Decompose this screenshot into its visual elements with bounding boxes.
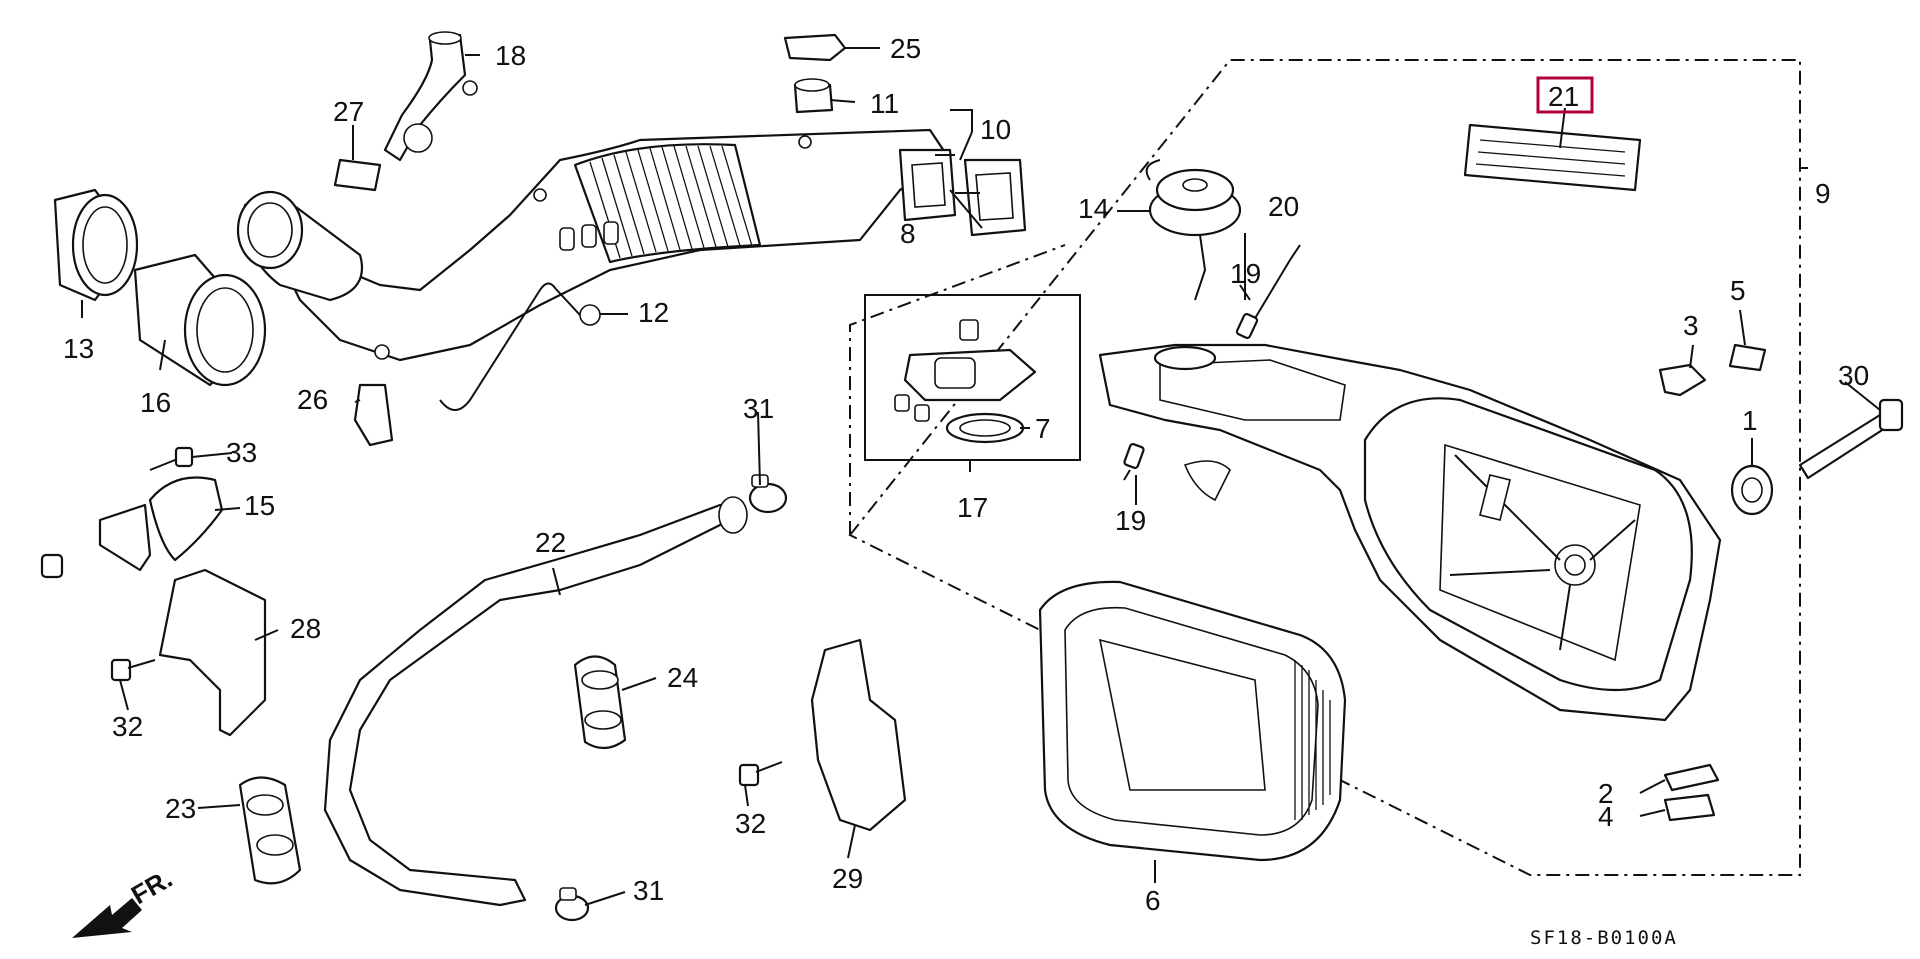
callout-16[interactable]: 16	[140, 387, 171, 418]
callout-30[interactable]: 30	[1838, 360, 1869, 391]
callout-33[interactable]: 33	[226, 437, 257, 468]
clip-2[interactable]	[1663, 763, 1720, 792]
callout-6[interactable]: 6	[1145, 885, 1161, 916]
air-cleaner-housing[interactable]	[1098, 343, 1722, 722]
front-direction-indicator: FR.	[72, 863, 177, 938]
callout-27[interactable]: 27	[333, 96, 364, 127]
callout-25[interactable]: 25	[890, 33, 921, 64]
grommet-1[interactable]	[1730, 464, 1774, 516]
callout-12[interactable]: 12	[638, 297, 669, 328]
screw-19-lower[interactable]	[1123, 443, 1145, 481]
bracket-29[interactable]	[810, 638, 907, 832]
bolt-33[interactable]	[149, 446, 194, 471]
clamp-23[interactable]	[238, 776, 302, 885]
callout-labels: 1 2 3 4 5 6 7 8 9 10 11 12 13 14 15 16 1…	[63, 33, 1869, 916]
resonator-16[interactable]	[133, 253, 267, 387]
clip-left[interactable]	[40, 553, 64, 579]
bracket-15[interactable]	[98, 476, 224, 572]
bracket-28[interactable]	[158, 568, 267, 737]
front-arrow-icon	[72, 898, 142, 938]
callout-15[interactable]: 15	[244, 490, 275, 521]
callout-13[interactable]: 13	[63, 333, 94, 364]
subassembly-boundary	[849, 244, 1066, 535]
label-27[interactable]	[333, 158, 382, 192]
callout-28[interactable]: 28	[290, 613, 321, 644]
nut-11[interactable]	[793, 78, 834, 114]
callout-17[interactable]: 17	[957, 492, 988, 523]
clip-26[interactable]	[353, 383, 394, 447]
clip-5[interactable]	[1728, 343, 1767, 372]
intake-duct[interactable]	[236, 128, 952, 362]
callout-23[interactable]: 23	[165, 793, 196, 824]
callout-18[interactable]: 18	[495, 40, 526, 71]
corrugated-ribs	[589, 145, 753, 259]
air-filter-element-6[interactable]	[1038, 580, 1347, 862]
callout-31-upper[interactable]: 31	[743, 393, 774, 424]
resonator-13[interactable]	[53, 188, 139, 302]
callout-5[interactable]: 5	[1730, 275, 1746, 306]
callout-8[interactable]: 8	[900, 218, 916, 249]
clamp-24[interactable]	[573, 655, 627, 750]
bolt-32-left[interactable]	[110, 658, 156, 682]
clip-31-lower[interactable]	[554, 887, 590, 922]
subassembly-17-box	[864, 294, 1081, 461]
callout-32-center[interactable]: 32	[735, 808, 766, 839]
callout-4[interactable]: 4	[1598, 801, 1614, 832]
grommet-12[interactable]	[579, 304, 601, 326]
callout-14[interactable]: 14	[1078, 193, 1109, 224]
vacuum-actuator-14[interactable]	[1145, 159, 1242, 301]
callout-9[interactable]: 9	[1815, 178, 1831, 209]
callout-19-lower[interactable]: 19	[1115, 505, 1146, 536]
diagram-reference-code: SF18-B0100A	[1530, 927, 1678, 949]
hose-22[interactable]	[323, 496, 748, 907]
leader-lines	[81, 47, 1881, 906]
callout-24[interactable]: 24	[667, 662, 698, 693]
filter-pleats	[1294, 660, 1331, 820]
callout-11[interactable]: 11	[870, 88, 899, 119]
callout-1[interactable]: 1	[1742, 405, 1758, 436]
bolt-30[interactable]	[1798, 398, 1904, 480]
rod-20[interactable]	[1244, 244, 1301, 336]
callout-32-left[interactable]: 32	[112, 711, 143, 742]
callout-26[interactable]: 26	[297, 384, 328, 415]
breather-hose[interactable]	[383, 31, 478, 162]
callout-2[interactable]: 2	[1598, 778, 1614, 809]
callout-22[interactable]: 22	[535, 527, 566, 558]
clip-4[interactable]	[1663, 793, 1716, 822]
control-valve-17[interactable]	[894, 319, 1037, 422]
bolt-32-center[interactable]	[738, 761, 783, 787]
callout-3[interactable]: 3	[1683, 310, 1699, 341]
callout-21[interactable]: 21	[1548, 81, 1579, 112]
highlight-box-21	[1536, 76, 1594, 114]
clip-3[interactable]	[1658, 363, 1707, 397]
assembly-boundary	[848, 59, 1801, 876]
callout-29[interactable]: 29	[832, 863, 863, 894]
screw-19-upper[interactable]	[1235, 312, 1259, 340]
clip-25[interactable]	[783, 33, 847, 62]
callout-19-upper[interactable]: 19	[1230, 258, 1261, 289]
callout-31-lower[interactable]: 31	[633, 875, 664, 906]
duct-seal[interactable]	[898, 148, 1027, 237]
callout-10[interactable]: 10	[980, 114, 1011, 145]
clip-31-upper[interactable]	[748, 474, 788, 514]
callout-20[interactable]: 20	[1268, 191, 1299, 222]
callout-7[interactable]: 7	[1035, 413, 1051, 444]
